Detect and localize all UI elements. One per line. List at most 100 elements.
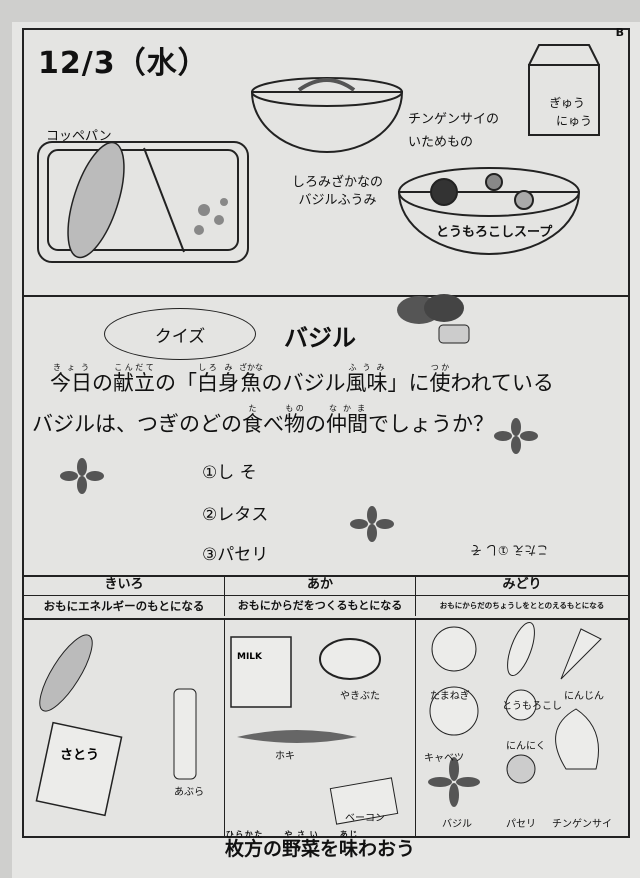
date-heading: 12/3（水） bbox=[38, 46, 209, 81]
divider bbox=[24, 295, 628, 297]
ruby-base: 食 bbox=[242, 412, 263, 436]
ruby-base: 今日 bbox=[50, 371, 92, 395]
group-green-header: みどり bbox=[416, 575, 628, 596]
text-segment: の bbox=[262, 838, 282, 860]
fish-icon bbox=[237, 730, 357, 743]
food-label: ホキ bbox=[275, 751, 295, 762]
ruby-word: 白しろ bbox=[197, 363, 218, 395]
milk-carton-icon bbox=[528, 44, 600, 136]
text-segment: われている bbox=[450, 371, 554, 395]
bok-choy-icon bbox=[555, 708, 599, 770]
stirfry-label: チンゲンサイのいためもの bbox=[408, 112, 500, 150]
ruby-base: 仲間 bbox=[326, 412, 368, 436]
quiz-option-2: ②レタス bbox=[202, 505, 269, 525]
soup-label: とうもろこしスープ bbox=[436, 225, 553, 240]
text-segment: の bbox=[305, 412, 326, 436]
ruby-reading: つか bbox=[429, 363, 451, 372]
onion-icon bbox=[431, 626, 477, 672]
food-label: たまねぎ bbox=[430, 691, 470, 702]
corner-mark: B bbox=[615, 26, 624, 39]
text-segment: の「 bbox=[155, 371, 197, 395]
ruby-base: 白 bbox=[197, 371, 218, 395]
bowl-stirfry-icon bbox=[250, 77, 404, 153]
ruby-word: 献立こんだて bbox=[113, 363, 155, 395]
food-label: やきぶた bbox=[340, 691, 380, 702]
ruby-word: 魚ざかな bbox=[239, 363, 263, 395]
text-segment: バジルは、つぎのどの bbox=[32, 412, 242, 436]
food-label: あぶら bbox=[174, 787, 204, 798]
ruby-reading: きょう bbox=[50, 363, 92, 372]
food-label: キャベツ bbox=[424, 753, 464, 764]
milk-text: MILK bbox=[237, 652, 263, 662]
quiz-answer-upside-down: こたえ ①し そ bbox=[470, 543, 549, 557]
text-segment: のバジル bbox=[261, 371, 346, 395]
bread-label: コッペパン bbox=[46, 129, 112, 144]
text-segment: べ bbox=[263, 412, 284, 436]
group-yellow-cell: さとう あぶら bbox=[24, 619, 225, 837]
corn-icon bbox=[507, 621, 535, 677]
ruby-base: 野菜 bbox=[281, 838, 320, 860]
group-green-cell: たまねぎ とうもろこし にんじん キャベツ にんにく バジル パセリ チンゲンサ… bbox=[416, 619, 628, 837]
fish-dish-icon bbox=[194, 198, 228, 235]
ruby-reading: た bbox=[242, 404, 263, 413]
carrot-icon bbox=[560, 628, 602, 680]
text-segment: を bbox=[320, 838, 340, 860]
menu-sheet: B 12/3（水） コッペパン しろみざかなのバジルふうみ チンゲンサイのいため… bbox=[22, 26, 630, 838]
divider bbox=[24, 618, 628, 620]
quiz-question-line2: バジルは、つぎのどの食たべ物ものの仲間なかまでしょうか？ bbox=[32, 404, 494, 444]
group-red-header: あか bbox=[225, 575, 416, 596]
ruby-reading: ひらかた bbox=[224, 830, 263, 839]
basil-leaf-icon bbox=[60, 458, 104, 494]
quiz-question-line1: 今日きょうの献立こんだての「白しろ身み魚ざかなのバジル風味ふうみ」に使つかわれて… bbox=[50, 363, 554, 403]
ruby-reading: ふうみ bbox=[345, 363, 388, 372]
oil-bottle-icon bbox=[173, 688, 197, 780]
quiz-option-3: ③パセリ bbox=[202, 545, 269, 565]
basil-icon bbox=[397, 294, 470, 344]
ruby-base: 味 bbox=[339, 838, 359, 860]
ruby-word: 風味ふうみ bbox=[345, 363, 388, 395]
ruby-base: 風味 bbox=[345, 371, 388, 395]
ruby-word: 身み bbox=[218, 363, 239, 395]
food-label: ベーコン bbox=[345, 813, 385, 824]
ruby-reading: やさい bbox=[281, 830, 320, 839]
quiz-option-1: ①し そ bbox=[202, 463, 257, 483]
bowl-soup-icon bbox=[397, 167, 581, 255]
divider bbox=[24, 575, 628, 577]
milk-label: ぎゅうにゅう bbox=[549, 96, 593, 128]
food-label: パセリ bbox=[506, 819, 536, 830]
footer-slogan: 枚方ひらかたの野菜やさいを味あじわおう bbox=[0, 830, 640, 861]
cabbage-icon bbox=[429, 686, 479, 736]
ruby-word: 物もの bbox=[284, 404, 305, 436]
ruby-word: 枚方ひらかた bbox=[224, 830, 263, 860]
ruby-word: 使つか bbox=[429, 363, 451, 395]
quiz-bubble: クイズ bbox=[104, 308, 256, 360]
sugar-bag-icon bbox=[35, 721, 123, 817]
ruby-word: 野菜やさい bbox=[281, 830, 320, 860]
fish-label: しろみざかなのバジルふうみ bbox=[292, 175, 384, 208]
basil-leaf-icon bbox=[350, 506, 394, 542]
ruby-reading: み bbox=[218, 363, 239, 372]
roast-pork-icon bbox=[319, 638, 381, 680]
bread-icon bbox=[39, 634, 93, 712]
ruby-reading: なかま bbox=[326, 404, 368, 413]
food-label: バジル bbox=[442, 819, 472, 830]
ruby-base: 献立 bbox=[113, 371, 155, 395]
food-label: にんにく bbox=[506, 741, 546, 752]
garlic-icon bbox=[505, 689, 537, 721]
text-segment: の bbox=[92, 371, 113, 395]
group-red-cell: MILK やきぶた ホキ ベーコン bbox=[225, 619, 416, 837]
group-yellow-header: きいろ bbox=[24, 575, 225, 596]
group-yellow-desc: おもにエネルギーのもとになる bbox=[24, 596, 225, 616]
food-label: とうもろこし bbox=[502, 701, 562, 712]
basil-leaf-icon bbox=[494, 418, 538, 454]
ruby-reading: しろ bbox=[197, 363, 218, 372]
group-red-desc: おもにからだをつくるもとになる bbox=[225, 596, 416, 616]
quiz-title: バジル bbox=[284, 324, 356, 352]
ruby-base: 枚方 bbox=[224, 838, 263, 860]
ruby-reading: もの bbox=[284, 404, 305, 413]
milk-carton-icon bbox=[230, 636, 292, 708]
ruby-base: 使 bbox=[429, 371, 451, 395]
bread-icon bbox=[67, 141, 125, 259]
ruby-word: 今日きょう bbox=[50, 363, 92, 395]
ruby-reading: ざかな bbox=[239, 363, 263, 372]
